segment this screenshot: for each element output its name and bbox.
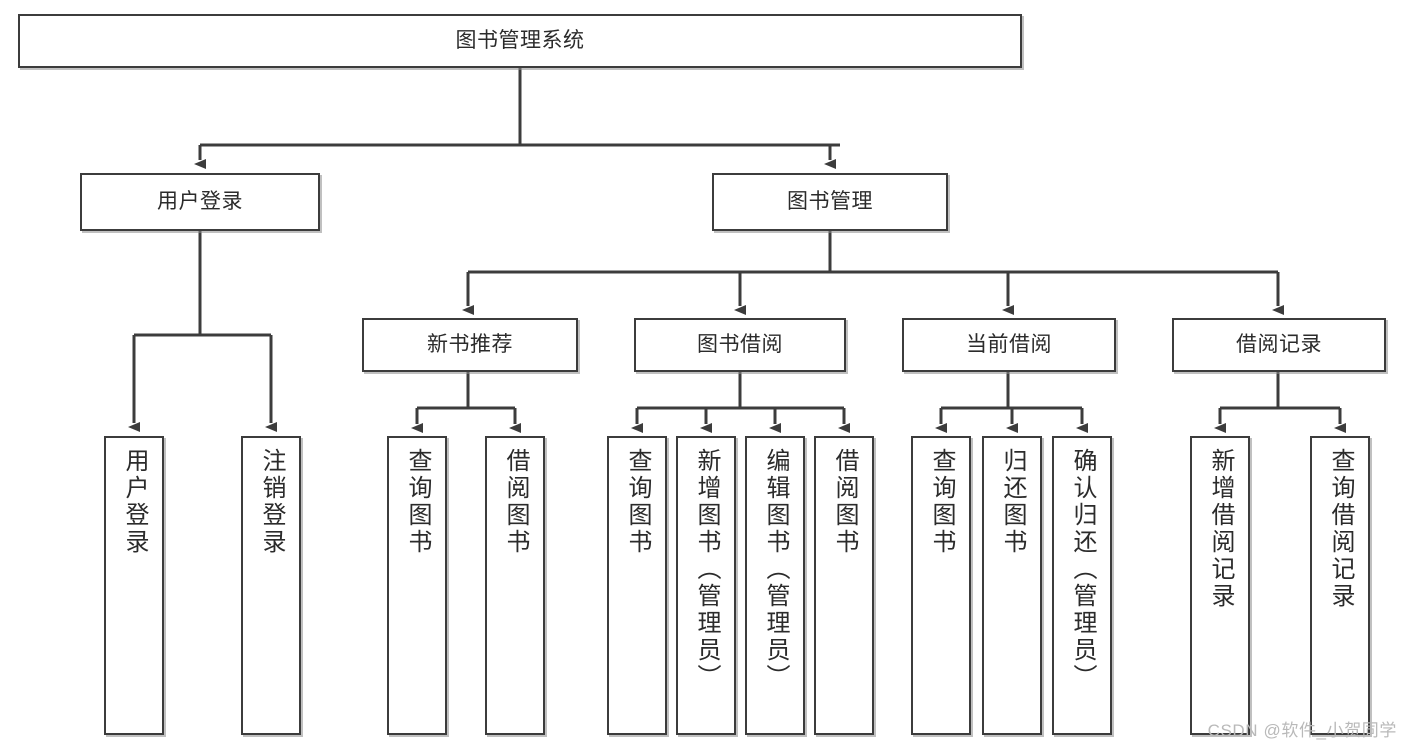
node-user-login-label: 用户登录 bbox=[157, 190, 243, 214]
node-borrow-record-label: 借阅记录 bbox=[1236, 333, 1322, 357]
node-book-manage[interactable]: 图书管理 bbox=[712, 173, 948, 231]
node-new-book-recommend[interactable]: 新书推荐 bbox=[362, 318, 578, 372]
node-leaf-borrow-book-2[interactable]: 借阅图书 bbox=[814, 436, 874, 735]
node-leaf-query-book-1-label: 查询图书 bbox=[404, 448, 431, 556]
node-leaf-edit-book-label: 编辑图书（管理员） bbox=[762, 448, 789, 691]
node-leaf-confirm-return-label: 确认归还（管理员） bbox=[1069, 448, 1096, 691]
node-leaf-add-record[interactable]: 新增借阅记录 bbox=[1190, 436, 1250, 735]
node-leaf-add-record-label: 新增借阅记录 bbox=[1207, 448, 1234, 610]
node-leaf-query-record-label: 查询借阅记录 bbox=[1327, 448, 1354, 610]
node-leaf-return-book[interactable]: 归还图书 bbox=[982, 436, 1042, 735]
node-leaf-query-book-2[interactable]: 查询图书 bbox=[607, 436, 667, 735]
node-leaf-borrow-book-1-label: 借阅图书 bbox=[502, 448, 529, 556]
node-user-login[interactable]: 用户登录 bbox=[80, 173, 320, 231]
node-leaf-return-book-label: 归还图书 bbox=[999, 448, 1026, 556]
node-leaf-confirm-return[interactable]: 确认归还（管理员） bbox=[1052, 436, 1112, 735]
watermark: CSDN @软件_小贺同学 bbox=[1207, 721, 1397, 740]
node-leaf-query-book-1[interactable]: 查询图书 bbox=[387, 436, 447, 735]
node-leaf-user-login[interactable]: 用户登录 bbox=[104, 436, 164, 735]
node-leaf-add-book[interactable]: 新增图书（管理员） bbox=[676, 436, 736, 735]
node-leaf-query-record[interactable]: 查询借阅记录 bbox=[1310, 436, 1370, 735]
node-current-borrow-label: 当前借阅 bbox=[966, 333, 1052, 357]
node-root-label: 图书管理系统 bbox=[455, 29, 585, 53]
node-book-borrow[interactable]: 图书借阅 bbox=[634, 318, 846, 372]
node-new-book-recommend-label: 新书推荐 bbox=[427, 333, 513, 357]
node-root[interactable]: 图书管理系统 bbox=[18, 14, 1022, 68]
node-leaf-query-book-2-label: 查询图书 bbox=[624, 448, 651, 556]
node-current-borrow[interactable]: 当前借阅 bbox=[902, 318, 1116, 372]
node-leaf-borrow-book-1[interactable]: 借阅图书 bbox=[485, 436, 545, 735]
node-leaf-user-login-label: 用户登录 bbox=[121, 448, 148, 556]
node-book-manage-label: 图书管理 bbox=[787, 190, 873, 214]
node-leaf-query-book-3[interactable]: 查询图书 bbox=[911, 436, 971, 735]
node-leaf-logout[interactable]: 注销登录 bbox=[241, 436, 301, 735]
node-leaf-edit-book[interactable]: 编辑图书（管理员） bbox=[745, 436, 805, 735]
node-leaf-add-book-label: 新增图书（管理员） bbox=[693, 448, 720, 691]
node-leaf-logout-label: 注销登录 bbox=[258, 448, 285, 556]
node-leaf-query-book-3-label: 查询图书 bbox=[928, 448, 955, 556]
node-book-borrow-label: 图书借阅 bbox=[697, 333, 783, 357]
node-leaf-borrow-book-2-label: 借阅图书 bbox=[831, 448, 858, 556]
node-borrow-record[interactable]: 借阅记录 bbox=[1172, 318, 1386, 372]
